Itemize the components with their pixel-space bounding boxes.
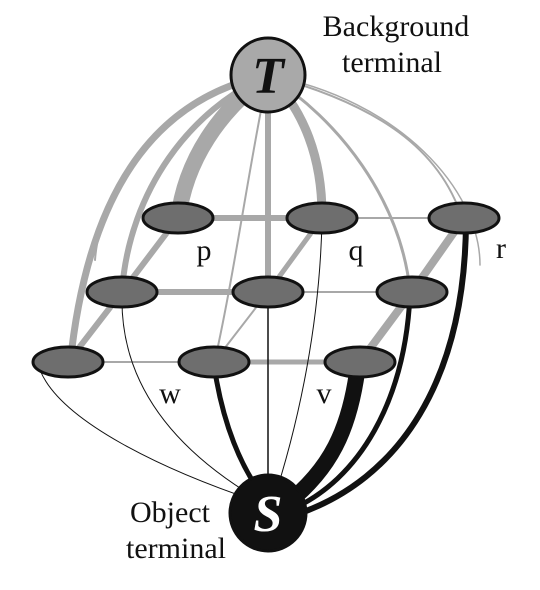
node-label-q: q <box>349 234 364 267</box>
node-label-p: p <box>197 234 212 267</box>
t-link-far-right <box>267 74 481 266</box>
object-terminal[interactable]: S <box>228 473 308 553</box>
node-r[interactable] <box>427 201 501 235</box>
node-q[interactable] <box>285 201 359 235</box>
node-label-v: v <box>317 377 332 410</box>
node-v[interactable] <box>323 345 397 379</box>
object-terminal-label-line1: Object <box>130 496 211 529</box>
pixel-nodes <box>31 201 501 379</box>
object-terminal-label-line2: terminal <box>126 532 226 565</box>
t-link-far-left <box>94 74 269 261</box>
s-link-row2-right <box>287 292 413 513</box>
object-terminal-links <box>39 219 469 518</box>
background-terminal[interactable]: T <box>229 36 307 114</box>
s-link-row2-left <box>121 294 269 506</box>
background-terminal-label-line2: terminal <box>342 46 442 79</box>
object-terminal-circle <box>228 473 308 553</box>
node-label-r: r <box>496 232 506 265</box>
node-row2-left[interactable] <box>85 275 159 309</box>
node-row3-left[interactable] <box>31 345 105 379</box>
node-label-w: w <box>159 377 181 410</box>
node-row2-center[interactable] <box>231 275 305 309</box>
background-terminal-label-line1: Background <box>323 10 470 43</box>
object-terminal-letter: S <box>254 486 283 543</box>
background-terminal-circle <box>229 36 307 114</box>
node-row2-right[interactable] <box>375 275 449 309</box>
background-terminal-letter: T <box>252 48 286 105</box>
node-w[interactable] <box>177 345 251 379</box>
s-link-q <box>271 219 323 506</box>
node-p[interactable] <box>141 201 215 235</box>
s-link-r <box>292 219 469 518</box>
t-link-r <box>267 74 463 219</box>
s-link-far-left <box>39 369 269 506</box>
